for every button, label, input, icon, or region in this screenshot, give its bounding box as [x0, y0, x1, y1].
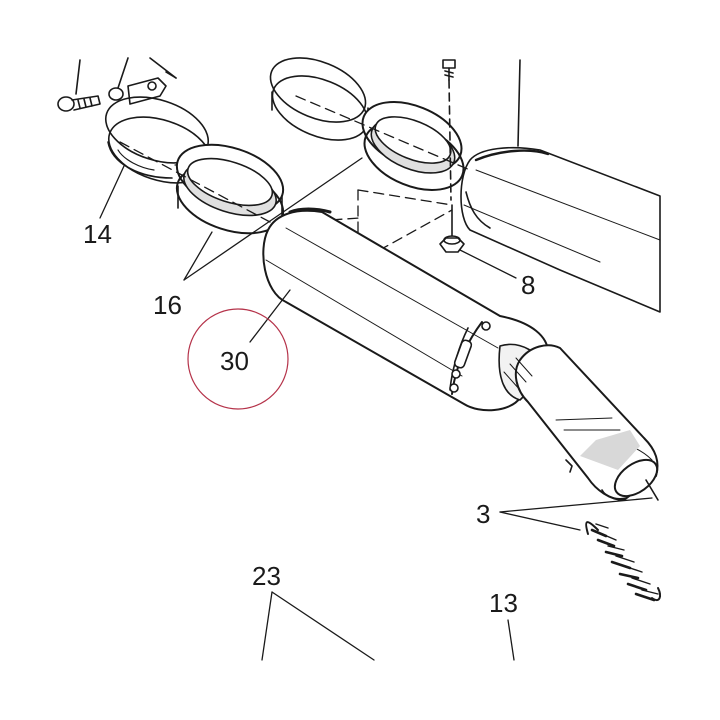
- label-part-13[interactable]: 13: [489, 588, 518, 618]
- clamp-bolt-top-left: [57, 57, 177, 112]
- label-part-14[interactable]: 14: [83, 219, 112, 249]
- spring-part-3: [585, 521, 661, 602]
- part-30-highlight-circle: [187, 308, 289, 410]
- nut-part-8: [439, 204, 465, 253]
- link-pipe: [503, 344, 659, 501]
- rear-silencer: [460, 59, 661, 313]
- label-part-23[interactable]: 23: [252, 561, 281, 591]
- label-part-3[interactable]: 3: [476, 499, 491, 529]
- label-part-30[interactable]: 30: [220, 346, 249, 376]
- label-part-8[interactable]: 8: [521, 270, 536, 300]
- label-part-16[interactable]: 16: [153, 290, 182, 320]
- gasket-ring-upper: [361, 101, 465, 191]
- leader-lines: [99, 157, 653, 661]
- mounting-screw: [442, 59, 456, 201]
- clamp-ring-upper: [269, 57, 369, 141]
- gasket-ring-lower: [175, 143, 285, 235]
